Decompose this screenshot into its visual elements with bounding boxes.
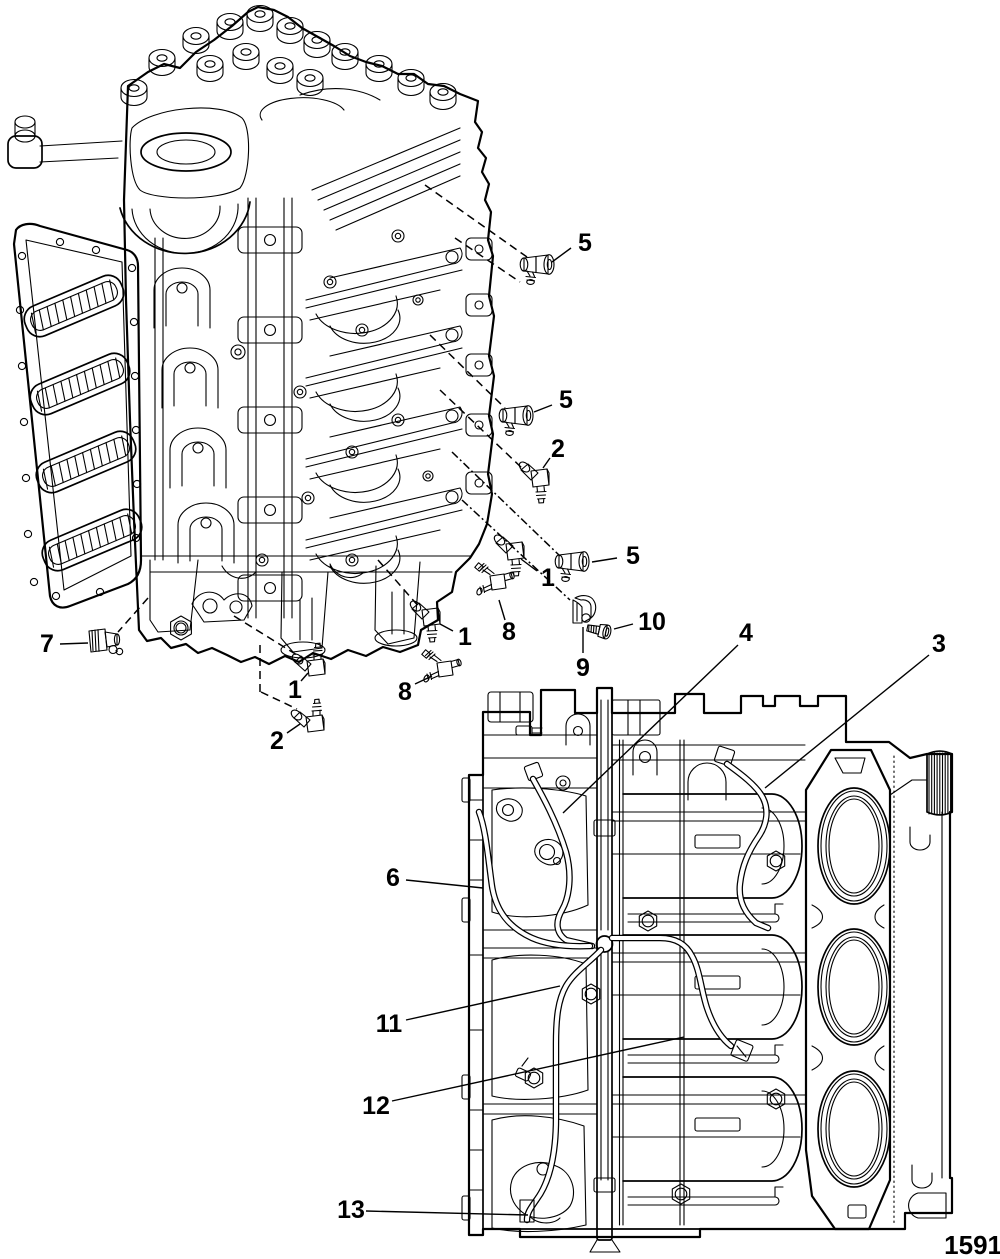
callout-label-9: 9 — [576, 654, 590, 682]
callout-leader-6 — [405, 879, 484, 889]
callout-label-13: 13 — [337, 1196, 365, 1224]
callout-label-8: 8 — [502, 618, 516, 646]
callout-leader-8 — [414, 675, 433, 685]
callout-label-4: 4 — [739, 619, 753, 647]
callout-leader-13 — [365, 1210, 529, 1216]
part-clip-9 — [572, 595, 597, 624]
callout-leader-7 — [59, 642, 89, 645]
callout-leader-2 — [542, 457, 551, 469]
callout-label-11: 11 — [376, 1010, 403, 1038]
exhaust-plate — [7, 115, 143, 609]
callout-leader-1 — [300, 672, 309, 682]
callout-label-2: 2 — [270, 727, 284, 755]
hose-11-13 — [519, 946, 605, 1224]
hose-12 — [608, 934, 754, 1062]
callout-label-5: 5 — [578, 229, 592, 257]
callout-label-6: 6 — [386, 864, 400, 892]
callout-leader-5 — [551, 247, 572, 263]
callout-label-12: 12 — [362, 1092, 390, 1120]
hose-4 — [529, 775, 596, 950]
callout-leader-5 — [533, 404, 553, 413]
cylinder-block-side — [461, 686, 954, 1253]
part-screw-10 — [585, 620, 613, 641]
figure-number: 1591 — [944, 1230, 1000, 1259]
callout-label-1: 1 — [288, 676, 302, 704]
top-engine-block — [119, 4, 496, 666]
assembly-dash-lines — [117, 184, 571, 710]
callout-label-2: 2 — [551, 435, 565, 463]
callout-label-10: 10 — [638, 608, 666, 636]
part-fitting-5c — [554, 551, 590, 582]
callout-leader-12 — [391, 1036, 685, 1102]
callout-leader-11 — [405, 985, 561, 1021]
callout-leader-1 — [439, 623, 454, 632]
part-fitting-1a — [491, 532, 525, 577]
hose-3 — [723, 760, 772, 932]
callout-leader-1 — [520, 558, 538, 572]
callout-leader-5 — [591, 557, 618, 563]
part-fitting-5b — [498, 405, 534, 436]
callout-label-1: 1 — [458, 623, 472, 651]
callout-label-7: 7 — [40, 630, 54, 658]
callout-label-1: 1 — [541, 564, 555, 592]
part-plug-7 — [88, 628, 124, 656]
callout-label-8: 8 — [398, 678, 412, 706]
callout-label-5: 5 — [626, 542, 640, 570]
callout-leader-3 — [764, 654, 930, 789]
callout-label-3: 3 — [932, 630, 946, 658]
part-fitting-8a — [474, 562, 516, 597]
callout-label-5: 5 — [559, 386, 573, 414]
callout-leader-4 — [562, 644, 739, 814]
callout-leader-8 — [498, 599, 506, 621]
hose-6 — [475, 808, 594, 950]
part-fitting-5a — [519, 254, 555, 285]
hoses — [475, 760, 772, 1224]
callout-leader-2 — [286, 723, 301, 734]
callout-leader-10 — [613, 623, 634, 630]
